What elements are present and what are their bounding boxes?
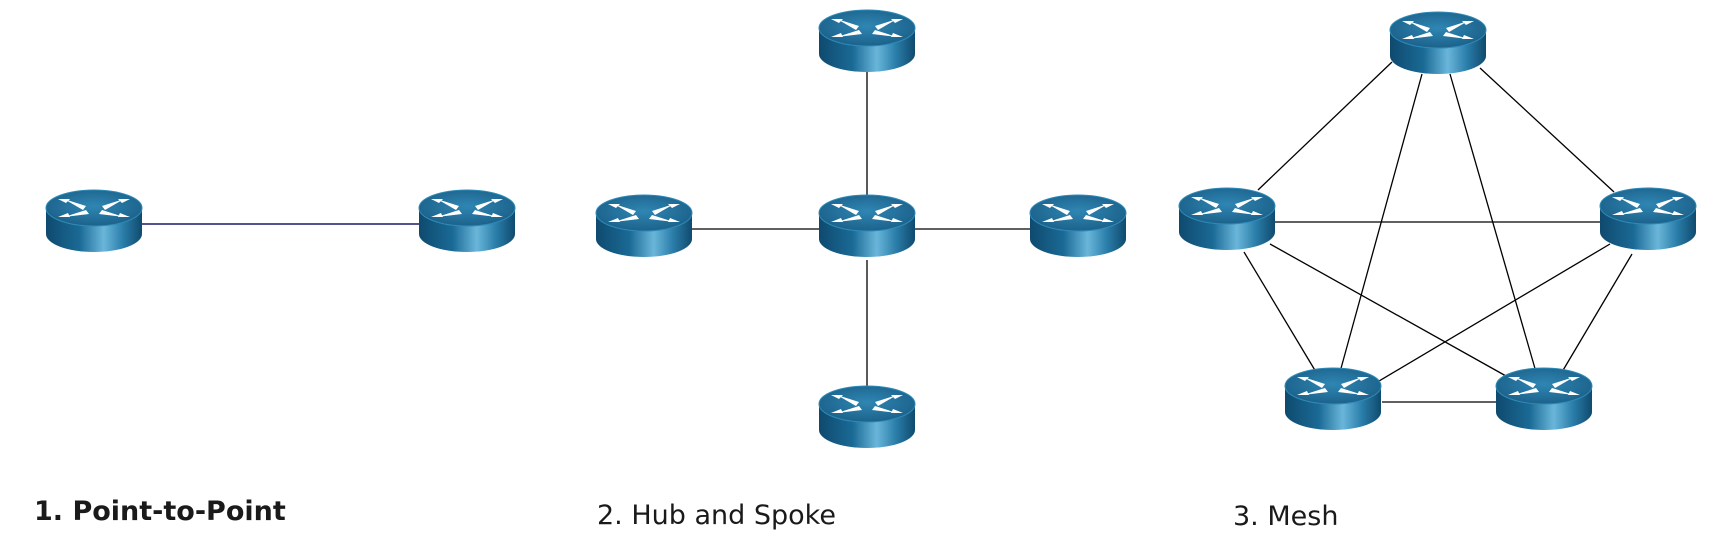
router-icon bbox=[418, 189, 516, 253]
mesh-caption: 3. Mesh bbox=[1233, 501, 1339, 532]
mesh-link bbox=[1257, 61, 1393, 191]
hub-and-spoke-caption: 2. Hub and Spoke bbox=[597, 500, 836, 531]
router-icon bbox=[1284, 367, 1382, 431]
mesh-link bbox=[1479, 67, 1615, 193]
mesh-group bbox=[1178, 11, 1697, 431]
router-icon bbox=[818, 9, 916, 73]
router-icon bbox=[45, 189, 143, 253]
mesh-link bbox=[1243, 251, 1317, 373]
mesh-link bbox=[1373, 243, 1611, 385]
point-to-point-caption: 1. Point-to-Point bbox=[34, 496, 286, 527]
mesh-link bbox=[1449, 73, 1537, 373]
router-icon bbox=[1495, 367, 1593, 431]
point-to-point-group bbox=[45, 189, 516, 253]
router-icon bbox=[818, 385, 916, 449]
router-icon bbox=[595, 194, 693, 258]
hub-and-spoke-group bbox=[595, 9, 1127, 449]
router-icon bbox=[818, 194, 916, 258]
router-icon bbox=[1389, 11, 1487, 75]
router-icon bbox=[1599, 187, 1697, 251]
mesh-link bbox=[1339, 73, 1423, 373]
router-icon bbox=[1029, 194, 1127, 258]
mesh-link bbox=[1561, 253, 1633, 373]
mesh-link bbox=[1269, 243, 1507, 377]
router-icon bbox=[1178, 187, 1276, 251]
